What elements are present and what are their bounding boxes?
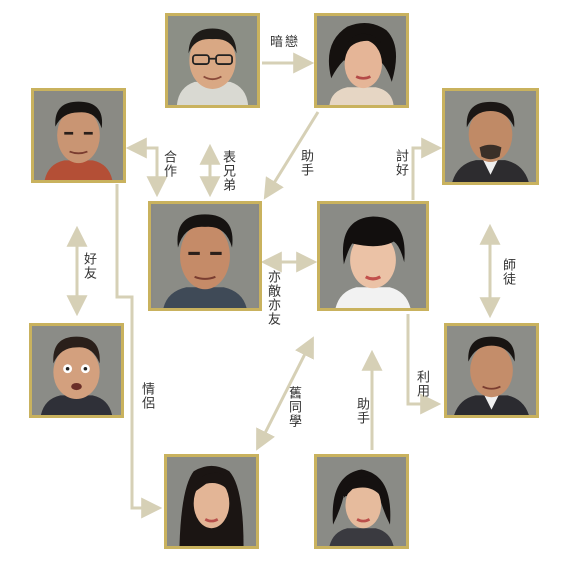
relation-label-cooperate: 合作 <box>161 150 176 178</box>
connector-cooperate <box>125 137 168 198</box>
portrait-long-hair-woman <box>164 454 259 549</box>
connector-lovers <box>115 184 163 519</box>
relation-label-lovers: 情侶 <box>139 382 154 410</box>
person-woman-icon <box>317 16 406 105</box>
portrait-left-man <box>31 88 126 183</box>
connector-assistant-top <box>263 111 320 200</box>
connector-use <box>406 314 442 415</box>
portrait-short-hair-woman <box>317 201 429 311</box>
relation-label-friends: 好友 <box>81 252 96 280</box>
portrait-surprised-man <box>29 323 124 418</box>
connector-classmates <box>256 336 314 451</box>
relation-label-crush: 暗戀 <box>270 35 301 50</box>
relation-label-cousins: 表兄弟 <box>220 150 235 192</box>
person-young-man-icon <box>447 326 536 415</box>
person-lead-woman-icon <box>321 204 425 308</box>
portrait-curly-hair-woman <box>314 13 409 108</box>
relation-label-classmates: 舊同學 <box>286 386 301 428</box>
relation-label-assistant-bottom: 助手 <box>354 397 369 425</box>
person-man-icon <box>34 91 123 180</box>
relation-label-flatter: 討好 <box>393 149 408 177</box>
person-bob-hair-woman-icon <box>317 457 406 546</box>
person-glasses-icon <box>168 16 257 105</box>
portrait-bob-hair-woman <box>314 454 409 549</box>
relation-label-master-apprentice: 師徒 <box>500 258 515 286</box>
relation-label-use: 利用 <box>414 370 429 398</box>
portrait-young-man <box>444 323 539 418</box>
portrait-older-man <box>442 88 539 185</box>
portrait-glasses-man <box>165 13 260 108</box>
person-long-hair-woman-icon <box>167 457 256 546</box>
person-older-man-icon <box>445 91 536 182</box>
person-lead-man-icon <box>153 204 257 308</box>
connector-flatter <box>411 137 443 200</box>
person-surprised-man-icon <box>32 326 121 415</box>
relation-label-frenemies: 亦敵亦友 <box>265 270 280 326</box>
relation-label-assistant-top: 助手 <box>298 149 313 177</box>
portrait-center-man <box>148 201 262 311</box>
